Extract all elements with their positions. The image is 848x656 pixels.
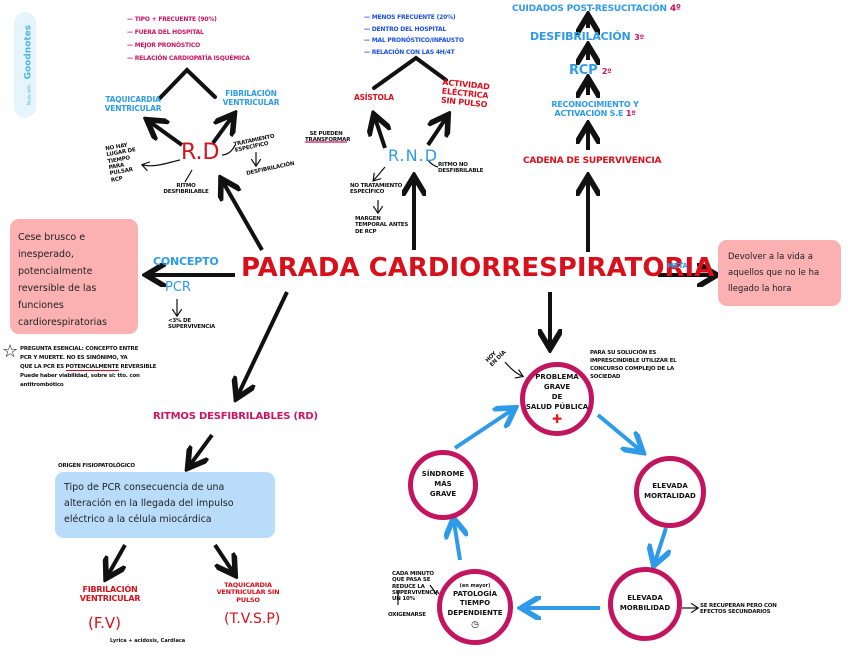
- cadena-step-1: Reconocimiento y activación S.E 1º: [535, 100, 655, 118]
- rd-bullet: Tipo + frecuente (90%): [134, 16, 217, 23]
- rd-child-fv: Fibrilación ventricular: [222, 89, 280, 107]
- transform-note: SE PUEDEN TRANSFORMAR: [305, 131, 351, 144]
- pcr-label: PCR: [165, 280, 191, 295]
- cycle-note-right: Para su solución es imprescindible utili…: [590, 350, 677, 380]
- clock-icon: ◷: [471, 619, 479, 630]
- cycle-node-problema: Problema grave de salud pública ✚: [520, 362, 594, 436]
- rd-note-bottom: Ritmo desfibrilable: [163, 183, 209, 196]
- node-text: más: [434, 480, 452, 489]
- watermark-brand: Goodnotes: [23, 24, 34, 80]
- rd-roof: [158, 67, 217, 100]
- node-text: grave: [543, 383, 571, 392]
- red-cross-icon: ✚: [551, 411, 563, 426]
- cycle-node-patologia: (en mayor) Patología tiempo dependiente …: [437, 569, 513, 645]
- cadena-step-order: 3º: [634, 33, 644, 42]
- pregunta-esencial-note: PREGUNTA ESENCIAL: CONCEPTO ENTRE PCR Y …: [20, 345, 170, 390]
- meta-definition-box: Devolver a la vida a aquellos que no le …: [718, 240, 841, 306]
- rd-to-fv-arrow: [211, 117, 232, 145]
- rd-child-tv: Taquicardia ventricular: [104, 95, 162, 113]
- cadena-step-3: Desfibrilación 3º: [530, 30, 644, 44]
- rd-node: R.D: [181, 140, 220, 165]
- fv-label: Fibrilación ventricular: [79, 585, 141, 604]
- rnd-to-asistola-arrow: [375, 118, 385, 149]
- ritmos-definition-box: Tipo de PCR consecuencia de una alteraci…: [55, 472, 275, 538]
- rnd-child-asistola: Asístola: [354, 93, 394, 102]
- note-underlined: POTENCIALMENTE: [65, 364, 119, 371]
- rnd-note-left: No tratamiento específico: [350, 183, 403, 196]
- main-to-ritmos-arrow: [238, 291, 289, 395]
- note-line: REVERSIBLE: [120, 364, 157, 370]
- rd-bullet: Relación cardiopatía isquémica: [134, 55, 250, 62]
- node-text: Elevada: [652, 482, 688, 491]
- pcr-survival-note: <3% DE SUPERVIVENCIA: [168, 318, 216, 331]
- cadena-step-order: 2º: [601, 67, 612, 76]
- origen-label: ORIGEN FISIOPATOLÓGICO: [58, 463, 135, 469]
- cadena-step-order: 1º: [625, 109, 636, 119]
- node-text: tiempo: [459, 599, 491, 608]
- note-line: QUE LA PCR ES: [20, 364, 64, 370]
- tvsp-abbr: (T.V.S.P): [224, 611, 281, 627]
- concepto-label: CONCEPTO: [153, 255, 219, 268]
- cadena-step-label: Desfibrilación: [530, 30, 631, 43]
- rd-bullet: Fuera del hospital: [134, 29, 204, 36]
- node-text: grave: [429, 489, 457, 498]
- note-line: PREGUNTA ESENCIAL: CONCEPTO ENTRE: [20, 346, 139, 352]
- cadena-title: CADENA DE SUPERVIVENCIA: [523, 156, 662, 166]
- node-text: Síndrome: [421, 470, 465, 479]
- cadena-step-label: RCP: [569, 63, 598, 78]
- rnd-bullet: Menos frecuente (20%): [371, 14, 456, 21]
- rd-bullet: Mejor pronóstico: [134, 42, 201, 49]
- cadena-step-4: Cuidados post-resucitación 4º: [512, 4, 681, 14]
- ritmos-title: RITMOS DESFIBRILABLES (RD): [153, 411, 318, 422]
- rnd-node: R.N.D: [388, 146, 439, 165]
- watermark-prefix: Made with: [26, 84, 32, 106]
- node-text: Elevada: [627, 594, 663, 603]
- cadena-step-label: Reconocimiento y activación S.E: [551, 100, 639, 119]
- main-title: PARADA CARDIORRESPIRATORIA: [241, 253, 715, 283]
- star-icon: ☆: [2, 341, 19, 362]
- rd-bullets: — Tipo + frecuente (90%) — Fuera del hos…: [127, 16, 250, 62]
- rnd-to-aesp-arrow: [426, 118, 446, 147]
- cycle-node-mortalidad: Elevada mortalidad: [634, 456, 706, 528]
- node-text: dependiente: [447, 609, 503, 618]
- rnd-note-left-sub: Margen temporal antes de RCP: [355, 216, 409, 235]
- node-text: (en mayor): [459, 582, 491, 589]
- fv-note: Lyrica + acidosis, Cardiaca: [110, 638, 186, 644]
- node-text: mortalidad: [644, 492, 696, 500]
- note-line: Puede haber viabilidad, sobre si: tto. c…: [20, 373, 140, 388]
- cycle-node-morbilidad: Elevada morbilidad: [608, 567, 682, 641]
- rnd-bullet: Mal pronóstico/infausto: [371, 37, 464, 44]
- cycle-node-sindrome: Síndrome más grave: [408, 450, 478, 520]
- meta-label: META: [667, 262, 688, 270]
- rnd-bullet: Relación con las 4H/4T: [371, 48, 455, 56]
- fv-abbr: (F.V): [88, 614, 121, 632]
- concepto-definition-box: Cese brusco e inesperado, potencialmente…: [10, 219, 138, 334]
- cadena-step-label: Cuidados post-resucitación: [512, 4, 667, 14]
- node-text: morbilidad: [619, 604, 671, 612]
- patologia-note-sub: Oxigenarse: [388, 612, 426, 618]
- node-text: de: [551, 393, 563, 401]
- node-text: Patología: [452, 589, 498, 598]
- main-to-rd-arrow: [223, 182, 264, 251]
- rd-to-tv-arrow: [150, 122, 184, 147]
- tvsp-label: Taquicardia ventricular sin pulso: [216, 581, 280, 604]
- rnd-bullets: — Menos frecuente (20%) — Dentro del hos…: [364, 14, 464, 56]
- rnd-roof: [372, 55, 448, 90]
- goodnotes-watermark: Made with Goodnotes: [14, 12, 36, 118]
- morbilidad-note: Se recuperan pero con efectos secundario…: [700, 603, 777, 616]
- node-text: Problema: [535, 373, 579, 382]
- cadena-step-order: 4º: [669, 4, 681, 14]
- cadena-step-2: RCP 2º: [569, 63, 612, 79]
- rd-note-left: No hay lugar de tiempo para pulsar RCP: [104, 142, 137, 184]
- note-line: PCR Y MUERTE. NO ES SINÓNIMO, YA: [20, 355, 128, 361]
- rnd-note-right: Ritmo no desfibrilable: [438, 162, 484, 175]
- patologia-note: Cada minuto que pasa se reduce la superv…: [392, 571, 440, 603]
- rnd-bullet: Dentro del hospital: [371, 25, 447, 33]
- node-text: salud pública: [525, 402, 589, 411]
